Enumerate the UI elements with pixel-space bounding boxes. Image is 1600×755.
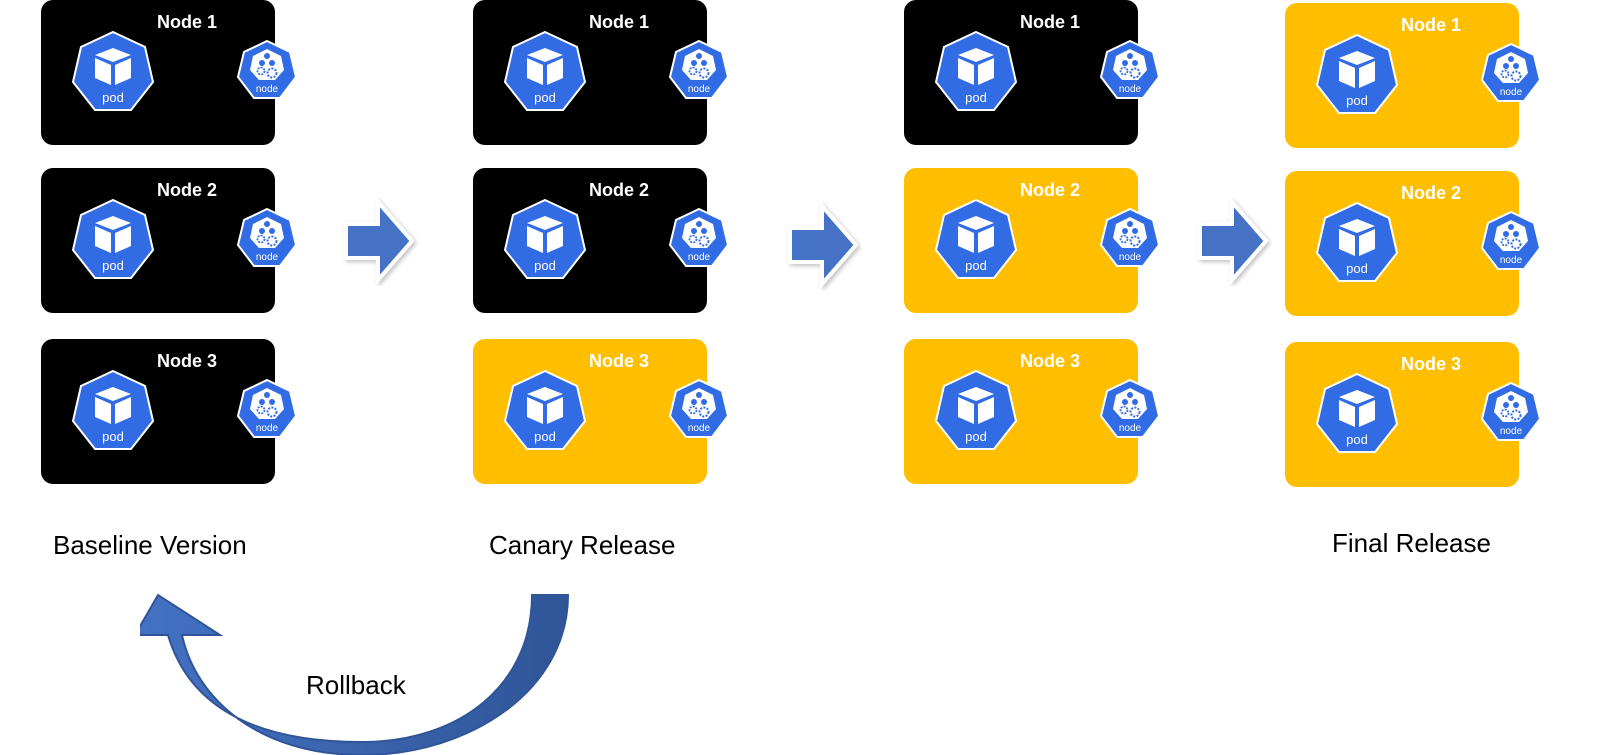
svg-text:node: node — [1119, 84, 1142, 95]
svg-text:pod: pod — [965, 90, 987, 105]
svg-text:node: node — [688, 423, 711, 434]
pod-icon: pod — [934, 198, 1018, 279]
node-title: Node 1 — [1401, 15, 1462, 35]
k8s-node-icon: node — [1481, 211, 1541, 270]
svg-text:node: node — [256, 423, 279, 434]
svg-text:pod: pod — [102, 90, 124, 105]
node-box-canary: Node 3 pod node — [904, 339, 1160, 484]
svg-text:node: node — [688, 252, 711, 263]
node-title: Node 3 — [157, 351, 218, 371]
svg-text:pod: pod — [1346, 261, 1368, 276]
stage-label-final: Final Release — [1332, 528, 1491, 558]
svg-text:pod: pod — [534, 429, 556, 444]
rollback-label: Rollback — [306, 670, 406, 700]
k8s-node-icon: node — [1481, 382, 1541, 441]
svg-text:node: node — [1119, 252, 1142, 263]
node-box-canary: Node 2 pod node — [1285, 171, 1541, 316]
curved-arrow-icon — [140, 593, 570, 755]
node-title: Node 2 — [1020, 180, 1081, 200]
pod-icon: pod — [71, 369, 155, 450]
svg-text:pod: pod — [534, 258, 556, 273]
node-box-baseline: Node 2 pod node — [41, 168, 297, 313]
node-title: Node 2 — [157, 180, 218, 200]
node-title: Node 1 — [589, 12, 650, 32]
svg-text:node: node — [1119, 423, 1142, 434]
svg-text:pod: pod — [534, 90, 556, 105]
node-box-canary: Node 1 pod node — [1285, 3, 1541, 148]
pod-icon: pod — [503, 369, 587, 450]
svg-text:pod: pod — [1346, 93, 1368, 108]
node-box-baseline: Node 1 pod node — [473, 0, 729, 145]
pod-icon: pod — [1315, 372, 1399, 453]
svg-text:pod: pod — [965, 429, 987, 444]
pod-icon: pod — [503, 198, 587, 279]
pod-icon: pod — [71, 198, 155, 279]
node-title: Node 2 — [1401, 183, 1462, 203]
svg-text:pod: pod — [102, 429, 124, 444]
node-box-canary: Node 2 pod node — [904, 168, 1160, 313]
arrow-right-icon — [788, 200, 859, 290]
node-box-canary: Node 3 pod node — [1285, 342, 1541, 487]
svg-text:node: node — [1500, 255, 1523, 266]
k8s-node-icon: node — [237, 208, 297, 267]
node-title: Node 1 — [157, 12, 218, 32]
node-title: Node 3 — [589, 351, 650, 371]
pod-icon: pod — [934, 369, 1018, 450]
svg-text:pod: pod — [965, 258, 987, 273]
pod-icon: pod — [71, 30, 155, 111]
k8s-node-icon: node — [669, 379, 729, 438]
node-box-baseline: Node 1 pod node — [41, 0, 297, 145]
node-box-baseline: Node 2 pod node — [473, 168, 729, 313]
k8s-node-icon: node — [1100, 40, 1160, 99]
k8s-node-icon: node — [237, 40, 297, 99]
svg-text:node: node — [1500, 87, 1523, 98]
svg-text:node: node — [256, 252, 279, 263]
svg-text:node: node — [1500, 426, 1523, 437]
k8s-node-icon: node — [1100, 379, 1160, 438]
k8s-node-icon: node — [237, 379, 297, 438]
node-title: Node 3 — [1401, 354, 1462, 374]
arrow-right-icon — [1198, 196, 1269, 286]
node-box-canary: Node 3 pod node — [473, 339, 729, 484]
k8s-node-icon: node — [1481, 43, 1541, 102]
node-title: Node 3 — [1020, 351, 1081, 371]
pod-icon: pod — [1315, 33, 1399, 114]
k8s-node-icon: node — [669, 208, 729, 267]
svg-text:node: node — [688, 84, 711, 95]
k8s-node-icon: node — [1100, 208, 1160, 267]
pod-icon: pod — [1315, 201, 1399, 282]
pod-icon: pod — [934, 30, 1018, 111]
arrow-right-icon — [344, 196, 415, 286]
svg-text:pod: pod — [1346, 432, 1368, 447]
pod-icon: pod — [503, 30, 587, 111]
k8s-node-icon: node — [669, 40, 729, 99]
node-title: Node 2 — [589, 180, 650, 200]
node-title: Node 1 — [1020, 12, 1081, 32]
svg-text:pod: pod — [102, 258, 124, 273]
svg-text:node: node — [256, 84, 279, 95]
stage-label-baseline: Baseline Version — [53, 530, 247, 560]
node-box-baseline: Node 1 pod node — [904, 0, 1160, 145]
stage-label-canary: Canary Release — [489, 530, 676, 560]
node-box-baseline: Node 3 pod node — [41, 339, 297, 484]
